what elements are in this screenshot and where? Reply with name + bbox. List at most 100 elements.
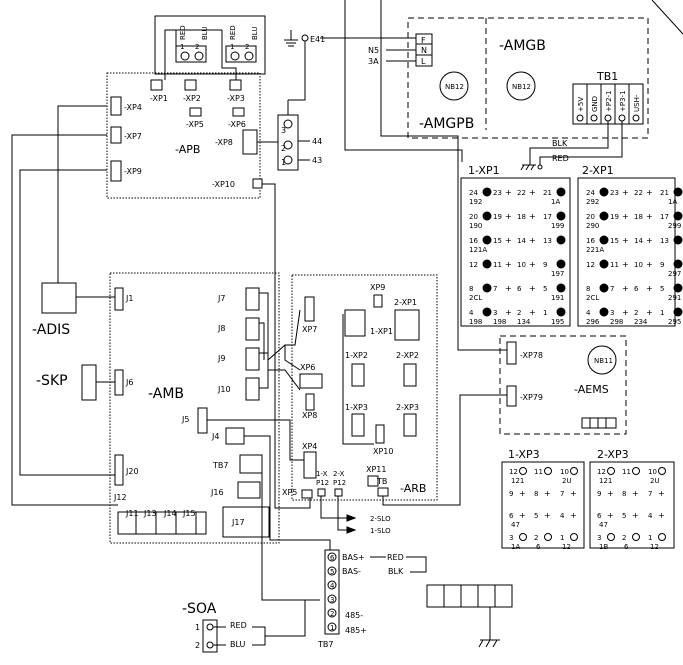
pin-mark: + — [544, 489, 551, 498]
wire-slo — [320, 496, 355, 531]
pin-mark: + — [570, 511, 577, 520]
title-2xp1: 2-XP1 — [582, 164, 614, 177]
apb-xp2: -XP2 — [183, 94, 201, 103]
arb-2x: 2-X — [333, 470, 345, 478]
pin-ring — [658, 467, 666, 475]
amb-j13: J13 — [143, 509, 157, 518]
red1-label: RED — [179, 25, 187, 40]
pin-wire-label: 298 — [610, 318, 623, 326]
svg-text:2: 2 — [245, 43, 249, 51]
wire-top-left — [344, 0, 463, 162]
tb1-5v: +5V — [577, 97, 585, 112]
pin-wire-label: 190 — [469, 222, 482, 230]
arb-xp8: XP8 — [302, 411, 317, 420]
pin-dot — [556, 187, 566, 197]
pin-number: 4 — [469, 309, 474, 317]
tb1-label: TB1 — [596, 70, 618, 83]
pin-dot — [556, 235, 566, 245]
tb1-block — [572, 83, 644, 125]
amb-j7: J7 — [217, 294, 225, 303]
wire-e41 — [288, 41, 306, 101]
pin-ring — [544, 467, 552, 475]
adis-box — [41, 282, 77, 314]
arb-xp9: XP9 — [370, 283, 385, 292]
wire-top-2 — [380, 0, 507, 351]
amb-j20: J20 — [125, 467, 139, 476]
pin-number: 20 — [469, 213, 478, 221]
tb7-red: RED — [387, 553, 404, 562]
wire-blk-red-drop — [529, 147, 550, 165]
arb-xp10: XP10 — [373, 447, 393, 456]
tb1-ush: USH- — [633, 94, 641, 112]
pin-number: 1 — [648, 534, 652, 542]
svg-text:1: 1 — [230, 43, 234, 51]
wire-tb7-amb — [261, 464, 320, 601]
pin-mark: + — [622, 284, 629, 293]
pin-number: 10 — [517, 261, 526, 269]
pin-number: 17 — [543, 213, 552, 221]
pin-number: 4 — [560, 512, 565, 520]
red2-label: RED — [229, 25, 237, 40]
soa-pin2: 2 — [195, 641, 200, 650]
pin-ring — [632, 533, 640, 541]
pin-wire-label: 12 — [562, 543, 571, 551]
amgpb-label: -AMGPB — [419, 116, 474, 132]
arb-xp4: XP4 — [302, 442, 317, 451]
amb-j11-j15 — [117, 511, 207, 535]
pin-wire-label: 291 — [668, 294, 681, 302]
label-43: 43 — [312, 156, 322, 165]
pin-ring — [632, 467, 640, 475]
pin-wire-label: 2CL — [469, 294, 482, 302]
arb-1xp1: 1-XP1 — [370, 327, 393, 336]
pin-wire-label: 295 — [668, 318, 681, 326]
pin-dot — [673, 235, 683, 245]
pin-wire-label: 12 — [650, 543, 659, 551]
wire-tb-aems — [382, 394, 507, 506]
pin-mark: + — [519, 511, 526, 520]
arb-xp11: XP11 — [366, 465, 386, 474]
svg-text:3: 3 — [330, 596, 334, 604]
pin-number: 6 — [509, 512, 514, 520]
pin-dot — [556, 307, 566, 317]
pin-wire-label: 1A — [511, 543, 520, 551]
pin-dot — [556, 283, 566, 293]
conn-pin-1: 1 — [281, 158, 286, 167]
pin-dot — [599, 307, 609, 317]
apb-xp3: -XP3 — [227, 94, 245, 103]
pin-number: 6 — [517, 285, 522, 293]
blu1-label: BLU — [201, 27, 209, 40]
svg-text:6: 6 — [330, 554, 335, 562]
ground-symbol-tb1 — [520, 164, 536, 171]
pin-mark: + — [622, 308, 629, 317]
pin-number: 1 — [560, 534, 564, 542]
wire-apb-top — [164, 29, 237, 80]
label-44: 44 — [312, 137, 322, 146]
pin-number: 22 — [634, 189, 643, 197]
pin-wire-label: 191 — [551, 294, 564, 302]
apb-xp10: -XP10 — [212, 180, 235, 189]
arb-label: -ARB — [400, 482, 426, 495]
pin-number: 22 — [517, 189, 526, 197]
pin-dot — [556, 259, 566, 269]
pin-number: 2 — [622, 534, 626, 542]
pin-number: 2 — [634, 309, 638, 317]
pin-ring — [658, 533, 666, 541]
wire-red — [550, 121, 623, 158]
ground-bar — [426, 584, 513, 608]
pin-mark: + — [544, 511, 551, 520]
tb1-gnd: GND — [591, 96, 599, 112]
arb-p12b: P12 — [333, 479, 346, 487]
tb1-p31: +P3-1 — [619, 90, 627, 112]
amgb-box — [407, 17, 649, 139]
pin-wire-label: 2U — [650, 477, 660, 485]
amb-j16: J16 — [210, 488, 224, 497]
wire-xp4-adis — [57, 105, 107, 283]
title-1xp1: 1-XP1 — [468, 164, 500, 177]
pin-number: 9 — [543, 261, 547, 269]
pin-wire-label: 197 — [551, 270, 564, 278]
amb-j6: J6 — [125, 378, 133, 387]
pin-number: 7 — [560, 490, 564, 498]
